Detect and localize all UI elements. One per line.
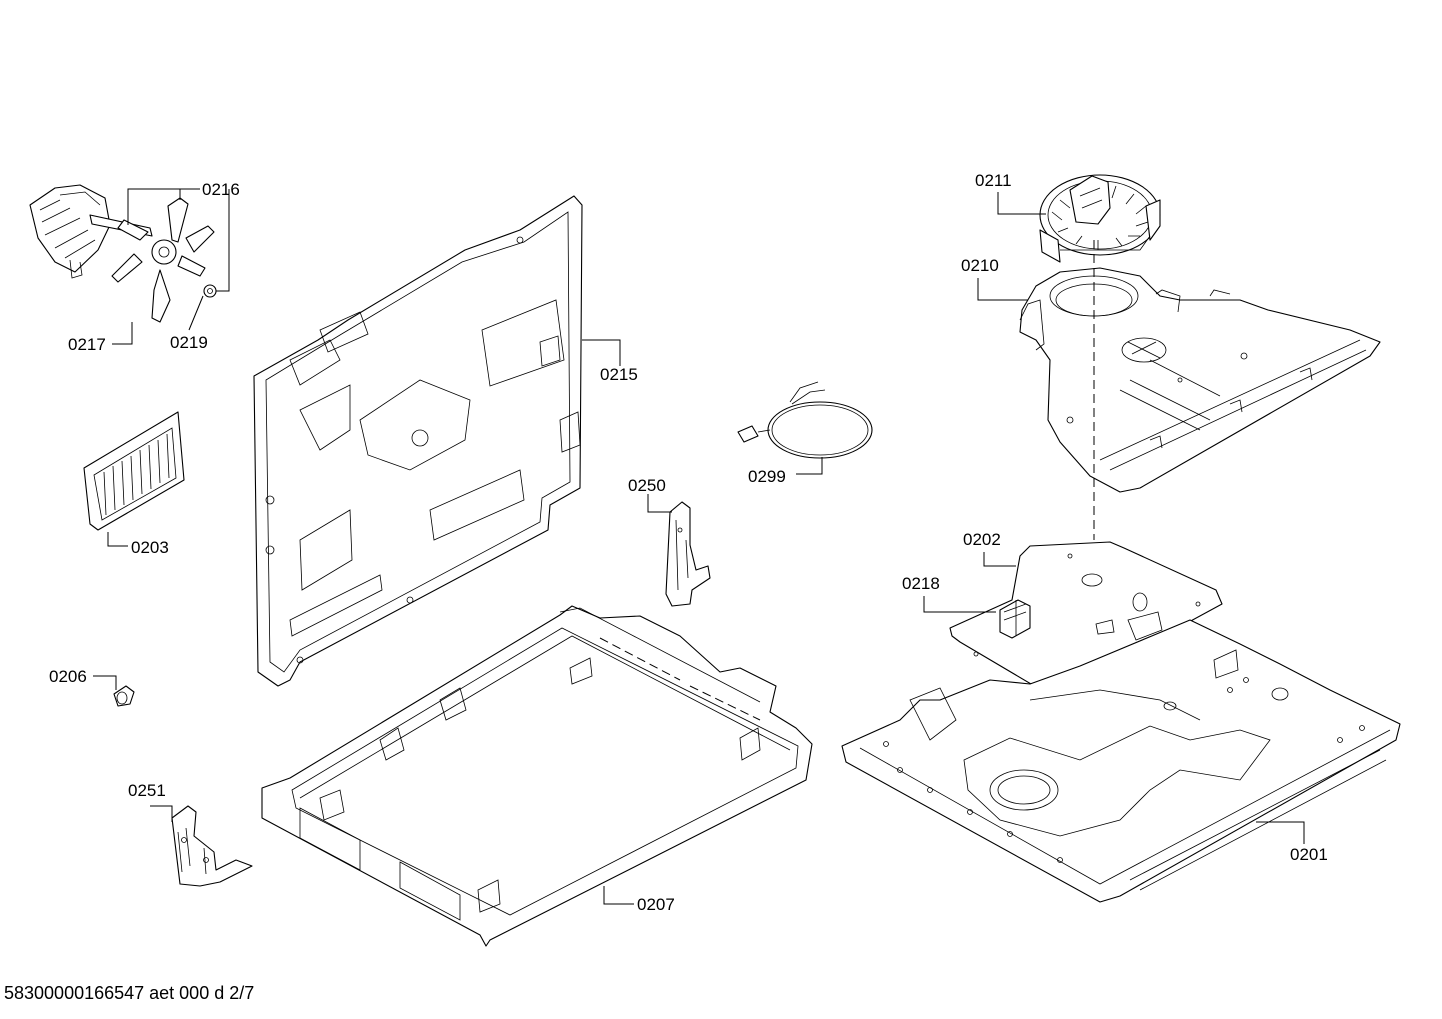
bracket-left-part xyxy=(171,805,253,887)
label-0202: 0202 xyxy=(963,530,1001,549)
label-0215: 0215 xyxy=(600,365,638,384)
base-frame-part xyxy=(261,605,813,947)
fan-blade-part xyxy=(111,197,215,323)
label-0299: 0299 xyxy=(748,467,786,486)
fan-housing-part xyxy=(1019,267,1381,493)
label-0206: 0206 xyxy=(49,667,87,686)
label-0218: 0218 xyxy=(902,574,940,593)
base-plate-part xyxy=(841,619,1401,903)
label-0210: 0210 xyxy=(961,256,999,275)
label-0203: 0203 xyxy=(131,538,169,557)
label-0207: 0207 xyxy=(637,895,675,914)
label-0250: 0250 xyxy=(628,476,666,495)
label-0251: 0251 xyxy=(128,781,166,800)
label-0211: 0211 xyxy=(975,171,1012,190)
blower-fan-part xyxy=(1039,174,1161,263)
switch-part xyxy=(999,599,1031,639)
nut-part xyxy=(203,284,217,298)
cover-plate-part xyxy=(949,541,1223,695)
label-0201: 0201 xyxy=(1290,845,1328,864)
rear-wall-part xyxy=(253,195,583,687)
clip-part xyxy=(113,685,135,707)
document-id: 58300000166547 aet 000 d 2/7 xyxy=(4,983,254,1003)
bracket-right-part xyxy=(665,501,711,607)
label-0217: 0217 xyxy=(68,335,106,354)
label-0219: 0219 xyxy=(170,333,208,352)
power-cable-part xyxy=(737,381,873,459)
label-0216: 0216 xyxy=(202,180,240,199)
grille-cover-part xyxy=(83,411,185,531)
